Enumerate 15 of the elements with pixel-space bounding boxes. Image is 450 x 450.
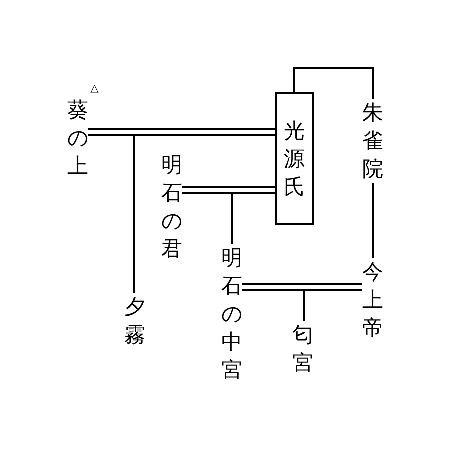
connector-line [231,192,275,244]
person-name: 明石の中宮 [222,245,242,384]
connector-line [293,67,374,99]
person-name: 朱雀院 [362,100,384,183]
person-name: 匂宮 [292,322,314,377]
person-name: 夕霧 [124,294,146,349]
person-name: 明石の君 [162,152,182,263]
person-name: 葵の上 [68,97,88,180]
connector-line [372,183,374,258]
name-box [275,92,314,225]
connector-line [133,134,275,293]
person-name: 今上帝 [362,259,384,342]
note-mark: △ [90,82,99,94]
person-name: 光源氏 [284,118,305,200]
connector-line [303,290,362,321]
